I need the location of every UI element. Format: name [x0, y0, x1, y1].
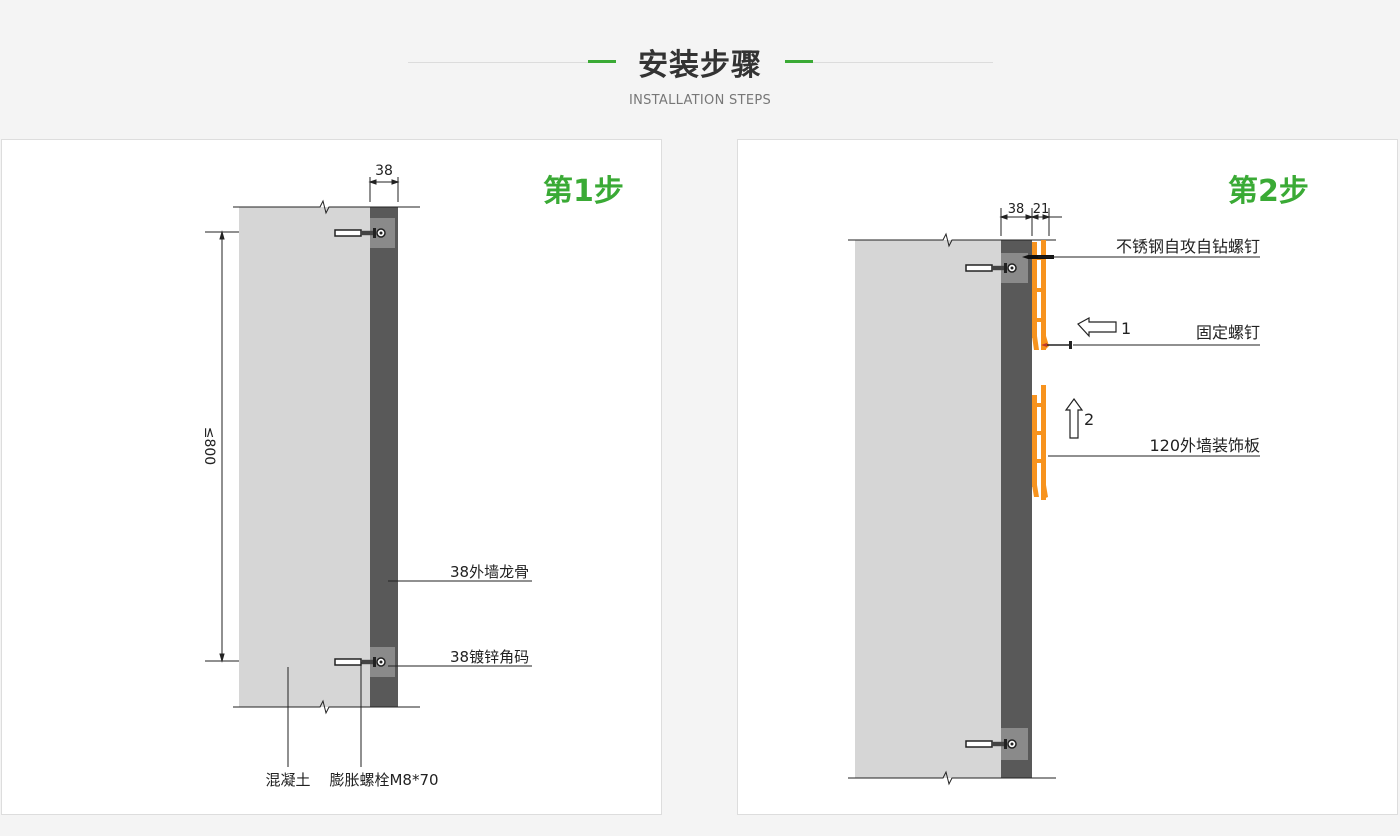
step-2-panel: 第2步: [737, 139, 1398, 815]
decor-panel-lower: [1032, 385, 1048, 500]
header-accent-right: [785, 60, 813, 63]
header-accent-left: [588, 60, 616, 63]
page-subtitle: INSTALLATION STEPS: [628, 93, 772, 108]
self-drilling-screw-label: 不锈钢自攻自钻螺钉: [1116, 237, 1260, 256]
arrow-1-label: 1: [1121, 319, 1131, 338]
step-1-diagram: 38 ≤800 38外墙龙骨 38镀锌角码 混凝土 膨胀螺栓M8*70: [201, 163, 532, 789]
header-rule-right: [813, 62, 993, 63]
arrow-up-icon: [1064, 397, 1084, 439]
keel: [1001, 240, 1032, 778]
dim-38: [368, 177, 400, 202]
break-lines: [848, 232, 1056, 786]
break-lines: [233, 199, 420, 715]
keel: [370, 207, 398, 707]
dim-38-label: 38: [1008, 202, 1025, 217]
bracket-label: 38镀锌角码: [450, 648, 529, 666]
leader-lines: [287, 580, 532, 767]
step-2-diagram: 38 21 不锈钢自攻自钻螺钉 固定螺钉 120外墙装饰板 1 2: [848, 202, 1260, 786]
dim-38-label: 38: [375, 163, 393, 179]
step-2-title: 第2步: [1228, 174, 1309, 209]
keel-label: 38外墙龙骨: [450, 563, 529, 581]
bolt-label: 膨胀螺栓M8*70: [329, 771, 438, 789]
concrete-wall: [855, 240, 1001, 778]
decor-panel-label: 120外墙装饰板: [1149, 436, 1260, 455]
leader-lines: [1038, 256, 1260, 457]
header-rule-left: [408, 62, 588, 63]
arrow-2-label: 2: [1084, 410, 1094, 429]
section-header: 安装步骤 INSTALLATION STEPS: [0, 0, 1400, 130]
concrete-label: 混凝土: [265, 771, 310, 789]
dim-800: [205, 230, 239, 663]
step-1-panel: 第1步: [1, 139, 662, 815]
dim-800-label: ≤800: [201, 427, 217, 465]
dim-38-21: [999, 208, 1062, 236]
dim-21-label: 21: [1033, 202, 1050, 217]
step-1-title: 第1步: [543, 174, 624, 209]
arrow-left-icon: [1077, 316, 1117, 338]
fixing-screw-icon: [1041, 341, 1072, 349]
concrete-wall: [239, 207, 370, 707]
page-title: 安装步骤: [638, 48, 762, 83]
fixing-screw-label: 固定螺钉: [1196, 323, 1260, 342]
